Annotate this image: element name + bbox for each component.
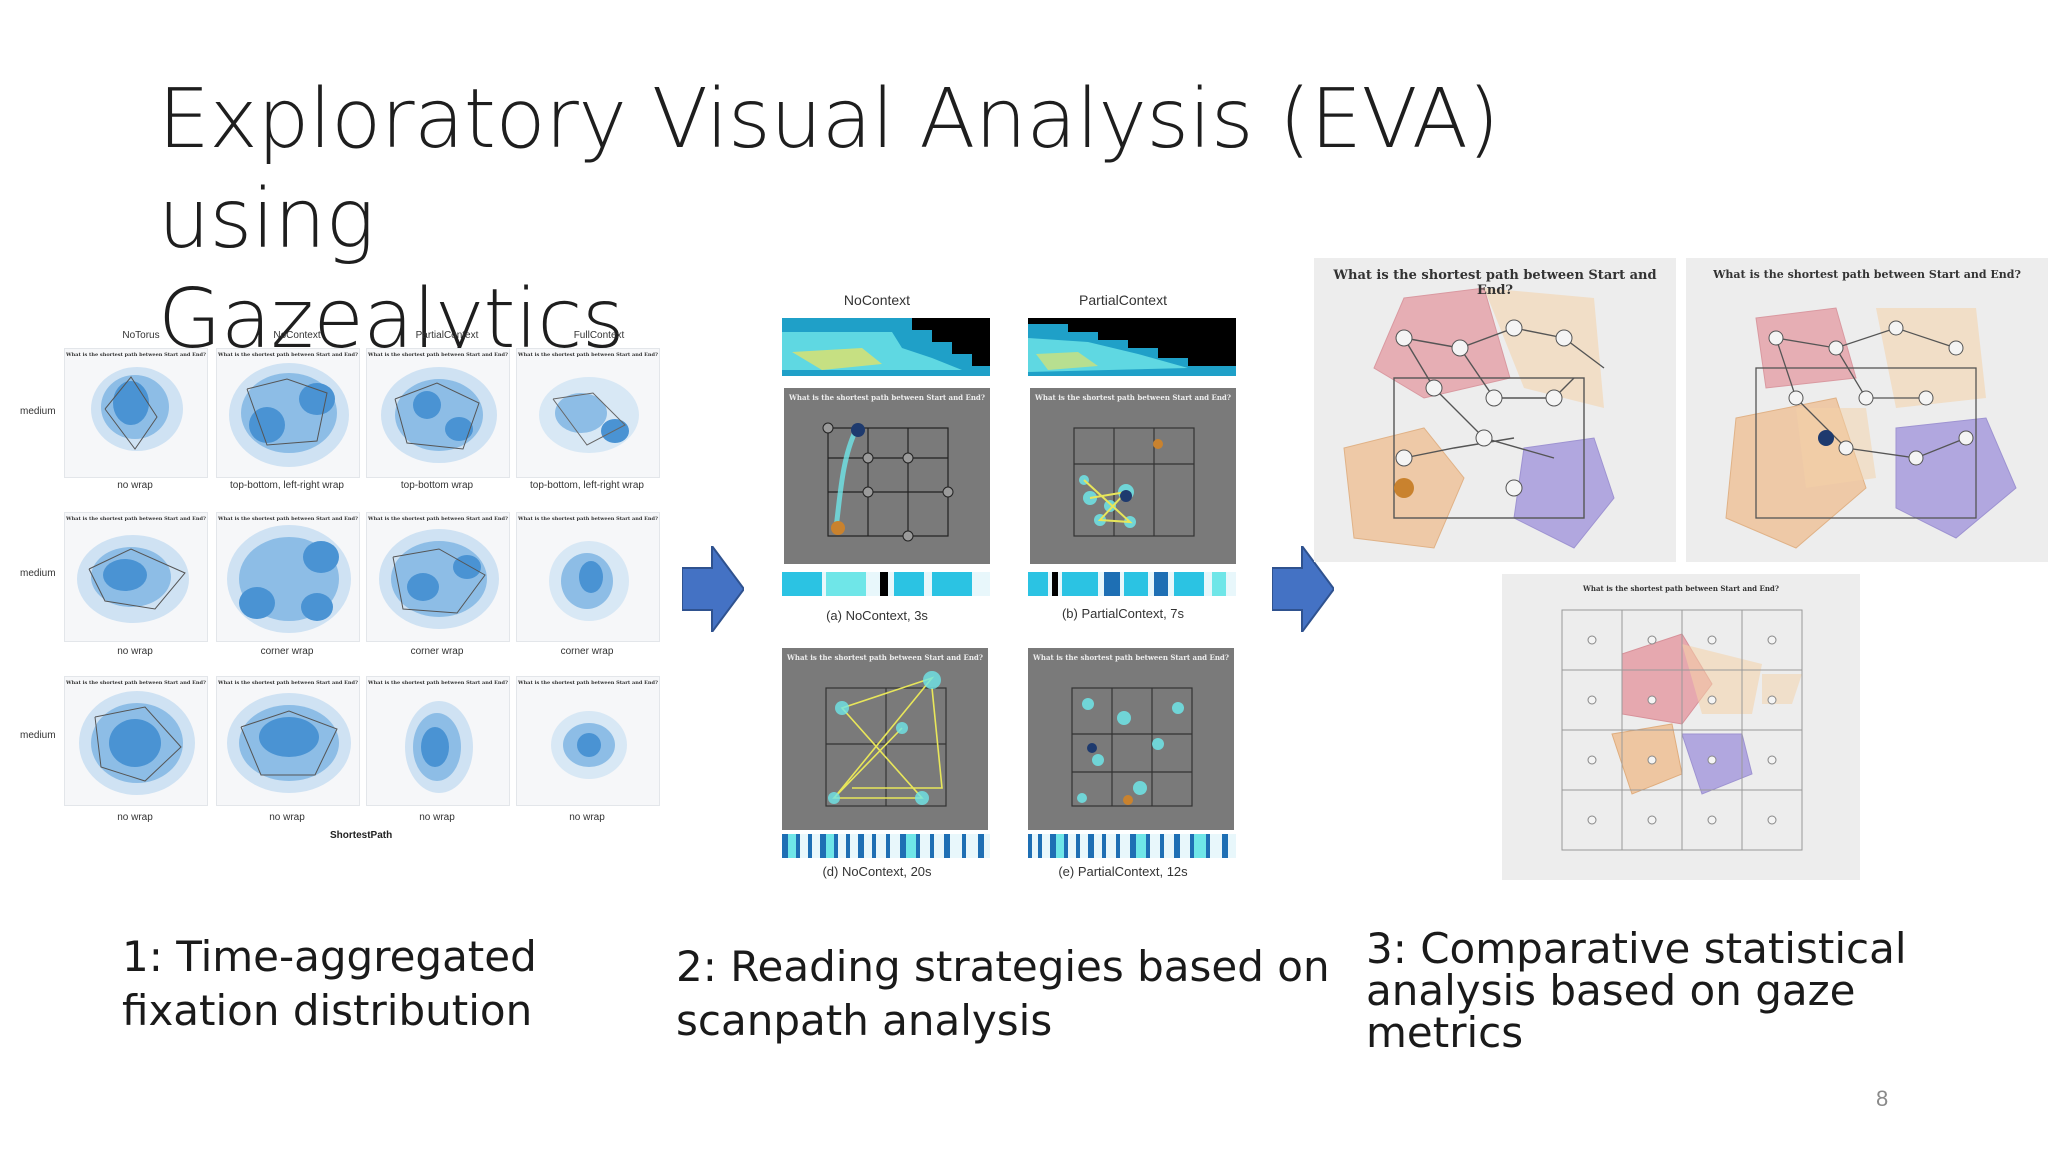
column-header: PartialContext [1079,292,1167,308]
column-header: NoContext [273,330,321,341]
heatmap-thumbnail: What is the shortest path between Start … [64,676,208,806]
right-arrow-icon [1272,546,1334,632]
heatmap-thumbnail: What is the shortest path between Start … [216,348,360,478]
caption-time-aggregated: 1: Time-aggregated fixation distribution [122,932,537,1035]
heatmap-thumbnail: What is the shortest path between Start … [516,348,660,478]
figure-label: (b) PartialContext, 7s [1061,606,1185,621]
thumbnail-caption: corner wrap [260,646,314,657]
scanpath-scene: What is the shortest path between Start … [1030,388,1236,564]
fixation-timeline-strip [1028,834,1236,858]
fixation-timeline-strip [1028,572,1236,596]
slide-title: Exploratory Visual Analysis (EVA) using … [158,70,1718,370]
row-label: medium [20,568,56,579]
column-header: NoContext [843,292,911,308]
heatmap-thumbnail: What is the shortest path between Start … [64,512,208,642]
scanpath-scene: What is the shortest path between Start … [1028,648,1234,830]
right-arrow-icon [682,546,744,632]
caption-comparative-statistics: 3: Comparative statistical analysis base… [1366,924,1907,1057]
heatmap-thumbnail: What is the shortest path between Start … [366,348,510,478]
scanpath-figure: NoContext PartialContext What is the sho… [772,286,1252,886]
fixation-sequence-band [782,318,990,376]
fixation-timeline-strip [782,572,990,596]
thumbnail-caption: top-bottom, left-right wrap [230,480,344,491]
view-question: What is the shortest path between Start … [1583,584,1779,593]
heatmap-thumbnail: What is the shortest path between Start … [516,676,660,806]
fixation-timeline-strip [782,834,990,858]
view-question: What is the shortest path between Start … [1713,268,2021,281]
thumbnail-caption: top-bottom, left-right wrap [530,480,644,491]
thumbnail-caption: no wrap [419,812,455,823]
page-number: 8 [1876,1086,1889,1111]
aoi-comparison-view: What is the shortest path between Start … [1686,258,2048,562]
column-header: PartialContext [415,330,479,341]
figure-label: (e) PartialContext, 12s [1058,864,1188,879]
figure-label: (a) NoContext, 3s [826,608,928,623]
aoi-comparison-view: What is the shortest path between Start … [1502,574,1860,880]
thumbnail-caption: no wrap [269,812,305,823]
column-header: NoTorus [122,330,160,341]
heatmap-thumbnail: What is the shortest path between Start … [64,348,208,478]
heatmap-thumbnail: What is the shortest path between Start … [516,512,660,642]
column-header: FullContext [573,330,625,341]
caption-reading-strategies: 2: Reading strategies based on scanpath … [676,942,1330,1045]
fixation-heatmap-grid: NoTorus NoContext PartialContext FullCon… [14,322,664,852]
fixation-sequence-band [1028,318,1236,376]
heatmap-thumbnail: What is the shortest path between Start … [216,676,360,806]
view-question: What is the shortest path between Start … [1333,268,1657,298]
row-label: medium [20,406,56,417]
heatmap-thumbnail: What is the shortest path between Start … [366,512,510,642]
slide-title-line-1: Exploratory Visual Analysis (EVA) using [158,72,1499,267]
row-label: medium [20,730,56,741]
figure-label: (d) NoContext, 20s [822,864,932,879]
thumbnail-caption: corner wrap [410,646,464,657]
thumbnail-caption: no wrap [117,480,153,491]
thumbnail-caption: no wrap [117,812,153,823]
grid-footer: ShortestPath [330,830,393,841]
thumbnail-caption: corner wrap [560,646,614,657]
heatmap-thumbnail: What is the shortest path between Start … [366,676,510,806]
aoi-comparison-view: What is the shortest path between Start … [1314,258,1676,562]
scanpath-scene: What is the shortest path between Start … [784,388,990,564]
thumbnail-caption: no wrap [569,812,605,823]
scanpath-scene: What is the shortest path between Start … [782,648,988,830]
thumbnail-caption: top-bottom wrap [400,480,474,491]
thumbnail-caption: no wrap [117,646,153,657]
heatmap-thumbnail: What is the shortest path between Start … [216,512,360,642]
